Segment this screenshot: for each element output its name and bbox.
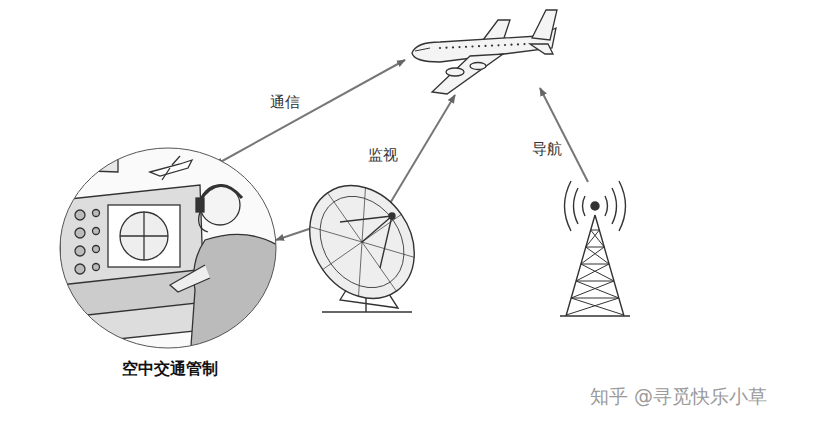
watermark: 知乎 @寻觅快乐小草 <box>588 384 769 410</box>
arrow-label: 导航 <box>530 140 564 159</box>
controller-vignette-node: 空中交通管制 <box>55 140 285 380</box>
airplane <box>412 10 557 94</box>
arrow-label: 通信 <box>268 93 302 112</box>
arrows <box>215 60 588 240</box>
radar-dish <box>288 165 435 318</box>
navigation-arrow <box>540 88 588 182</box>
arrow-label: 监视 <box>366 146 400 165</box>
communication-arrow <box>215 60 405 165</box>
caption-text: 空中交通管制 <box>55 359 285 380</box>
radio-tower <box>560 181 630 316</box>
controller-vignette <box>60 140 285 360</box>
